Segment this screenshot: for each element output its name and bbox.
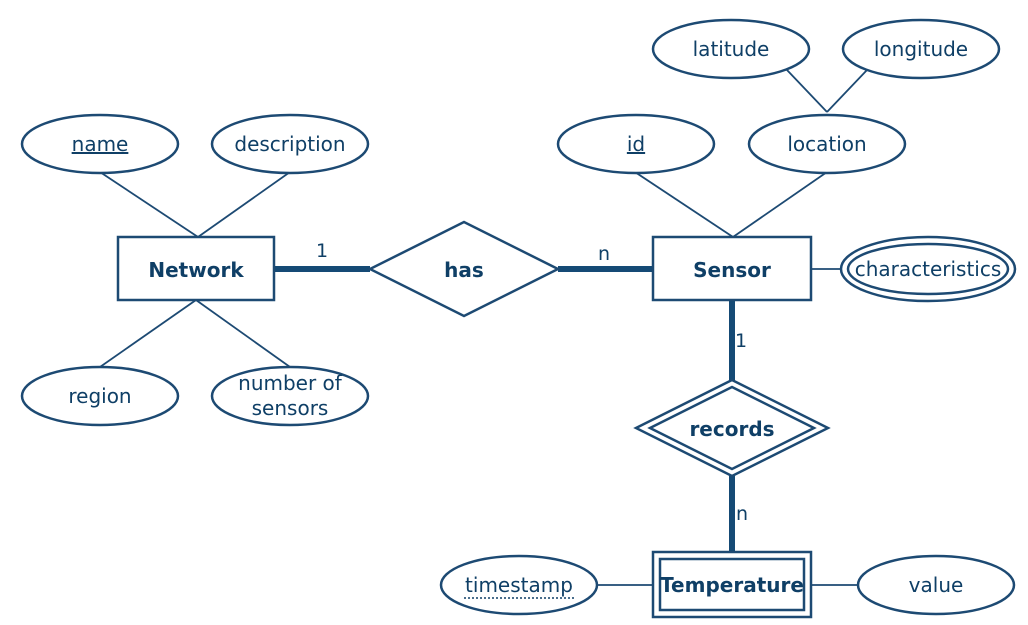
location-attribute-label: location bbox=[787, 132, 866, 156]
description-ellipse bbox=[210, 113, 370, 175]
records-relationship[interactable]: records bbox=[633, 378, 831, 478]
sensor-entity-box bbox=[651, 235, 813, 302]
number-of-sensors-ellipse bbox=[210, 365, 370, 427]
value-attribute-label: value bbox=[909, 573, 964, 597]
name-ellipse bbox=[20, 113, 180, 175]
region-network-connector bbox=[99, 299, 197, 368]
number-of-sensors-attribute[interactable]: number of sensors bbox=[210, 365, 370, 427]
characteristics-attribute-label: characteristics bbox=[855, 257, 1002, 281]
has-diamond bbox=[367, 220, 561, 318]
longitude-attribute-label: longitude bbox=[874, 37, 968, 61]
number-of-sensors-label-line1: number of bbox=[238, 371, 343, 395]
name-attribute-label: name bbox=[72, 132, 129, 156]
latitude-attribute-label: latitude bbox=[693, 37, 770, 61]
value-attribute[interactable]: value bbox=[856, 554, 1016, 616]
cardinality-network-has: 1 bbox=[316, 240, 328, 262]
region-attribute-label: region bbox=[68, 384, 131, 408]
has-relationship[interactable]: has bbox=[367, 220, 561, 318]
id-attribute[interactable]: id bbox=[556, 113, 716, 175]
number-of-sensors-label-line2: sensors bbox=[252, 396, 329, 420]
longitude-ellipse bbox=[841, 18, 1001, 80]
name-network-connector bbox=[99, 171, 199, 238]
characteristics-inner-ellipse bbox=[846, 242, 1010, 296]
value-ellipse bbox=[856, 554, 1016, 616]
number-of-sensors-network-connector bbox=[195, 299, 291, 368]
region-ellipse bbox=[20, 365, 180, 427]
timestamp-ellipse bbox=[439, 554, 599, 616]
has-relationship-label: has bbox=[444, 258, 484, 282]
description-network-connector bbox=[197, 171, 291, 238]
records-inner-diamond bbox=[647, 385, 817, 471]
id-ellipse bbox=[556, 113, 716, 175]
longitude-attribute[interactable]: longitude bbox=[841, 18, 1001, 80]
location-attribute[interactable]: location bbox=[747, 113, 907, 175]
sensor-entity[interactable]: Sensor bbox=[651, 235, 813, 302]
description-attribute[interactable]: description bbox=[210, 113, 370, 175]
cardinality-records-temperature: n bbox=[736, 503, 748, 525]
network-entity-label: Network bbox=[148, 258, 244, 282]
network-entity[interactable]: Network bbox=[116, 235, 276, 302]
latitude-ellipse bbox=[651, 18, 811, 80]
cardinality-sensor-records: 1 bbox=[735, 330, 747, 352]
id-attribute-label: id bbox=[627, 132, 645, 156]
network-entity-box bbox=[116, 235, 276, 302]
timestamp-attribute[interactable]: timestamp bbox=[439, 554, 599, 616]
timestamp-attribute-label: timestamp bbox=[465, 573, 573, 597]
location-sensor-connector bbox=[732, 171, 828, 238]
latitude-location-connector bbox=[786, 69, 828, 113]
description-attribute-label: description bbox=[234, 132, 345, 156]
location-ellipse bbox=[747, 113, 907, 175]
longitude-location-connector bbox=[826, 69, 868, 113]
cardinality-has-sensor: n bbox=[598, 243, 610, 265]
latitude-attribute[interactable]: latitude bbox=[651, 18, 811, 80]
name-attribute[interactable]: name bbox=[20, 113, 180, 175]
records-relationship-label: records bbox=[689, 417, 774, 441]
id-sensor-connector bbox=[634, 171, 734, 238]
temperature-entity-label: Temperature bbox=[660, 573, 804, 597]
temperature-inner-box bbox=[658, 557, 806, 612]
temperature-weak-entity[interactable]: Temperature bbox=[651, 550, 813, 619]
sensor-entity-label: Sensor bbox=[693, 258, 771, 282]
region-attribute[interactable]: region bbox=[20, 365, 180, 427]
characteristics-attribute[interactable]: characteristics bbox=[839, 235, 1017, 303]
